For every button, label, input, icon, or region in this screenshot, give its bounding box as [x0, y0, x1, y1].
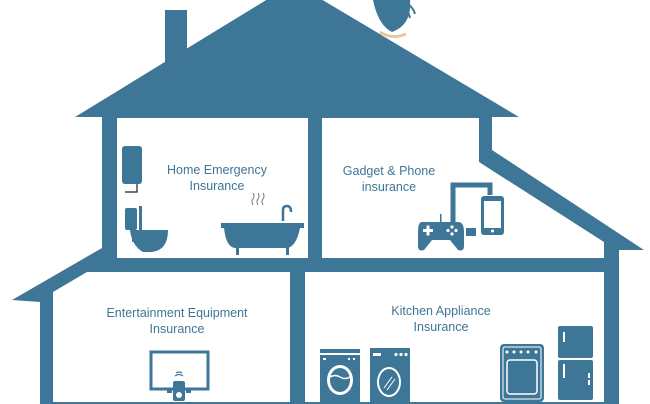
home-emergency-title: Home Emergency [166, 163, 268, 177]
fridge-icon [558, 326, 593, 400]
kitchen-title: Kitchen Appliance [391, 304, 491, 318]
monitor-icon [450, 182, 493, 238]
remote-control-icon [167, 371, 193, 401]
kitchen-label: Kitchen Appliance Insurance [341, 303, 541, 335]
gadget-phone-label: Gadget & Phone insurance [289, 163, 489, 195]
kitchen-subtitle: Insurance [413, 320, 469, 334]
satellite-dish-icon [373, 0, 416, 39]
oven-icon [500, 344, 544, 402]
game-controller-icon [418, 214, 476, 251]
gadget-phone-subtitle: insurance [361, 180, 417, 194]
gadget-phone-title: Gadget & Phone [342, 164, 436, 178]
home-emergency-label: Home Emergency Insurance [117, 162, 317, 194]
room-gadget-phone [322, 118, 604, 258]
room-entertainment [53, 272, 290, 402]
toilet-icon [125, 206, 168, 252]
home-emergency-subtitle: Insurance [189, 179, 245, 193]
entertainment-label: Entertainment Equipment Insurance [77, 305, 277, 337]
water-heater-icon [122, 146, 142, 193]
dryer-icon [370, 348, 410, 402]
washing-machine-icon [320, 349, 360, 402]
bathtub-icon [221, 192, 304, 255]
smartphone-icon [481, 196, 504, 235]
entertainment-subtitle: Insurance [149, 322, 205, 336]
entertainment-title: Entertainment Equipment [106, 306, 248, 320]
